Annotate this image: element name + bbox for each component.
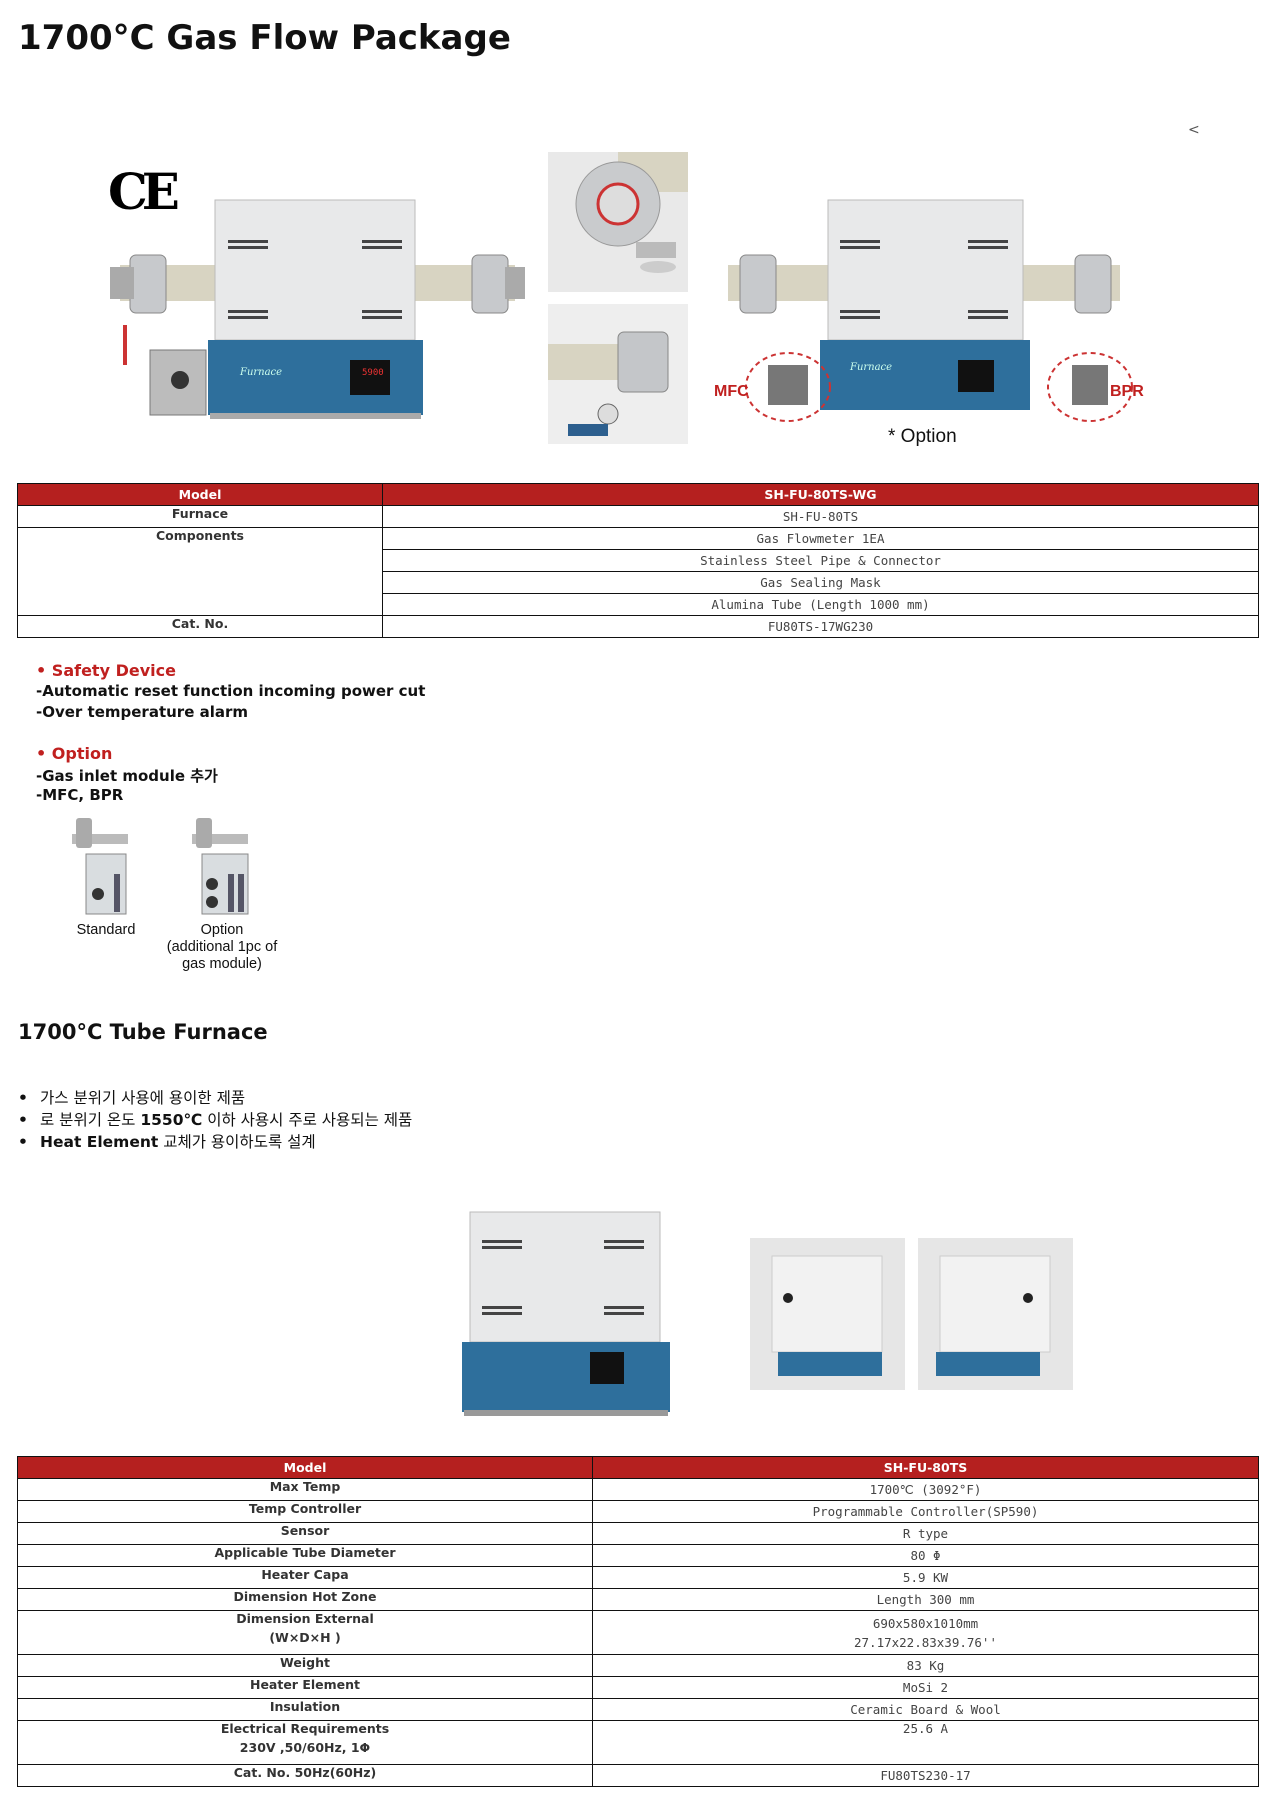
row-key: Dimension External(W×D×H )	[17, 1610, 593, 1655]
table-row: Dimension External(W×D×H ) 690x580x1010m…	[17, 1610, 1259, 1655]
row-value: Gas Flowmeter 1EA	[382, 527, 1259, 550]
row-value: SH-FU-80TS	[382, 505, 1259, 528]
controller-display: 5900	[362, 368, 384, 378]
row-key: Cat. No. 50Hz(60Hz)	[17, 1764, 593, 1787]
row-value: Ceramic Board & Wool	[592, 1698, 1259, 1721]
row-key: Sensor	[17, 1522, 593, 1545]
row-value: 80 Φ	[592, 1544, 1259, 1567]
flange-detail-photo-2	[548, 304, 688, 444]
table-header-row: Model SH-FU-80TS-WG	[17, 483, 1259, 506]
list-item: •가스 분위기 사용에 용이한 제품	[18, 1089, 246, 1107]
table-header-key: Model	[17, 1456, 593, 1479]
row-value: Programmable Controller(SP590)	[592, 1500, 1259, 1523]
table-header-key: Model	[17, 483, 383, 506]
prev-image-arrow[interactable]: <	[1188, 122, 1200, 138]
table-row: Cat. No. FU80TS-17WG230	[17, 615, 1259, 638]
list-item: •Heat Element 교체가 용이하도록 설계	[18, 1133, 316, 1151]
page-title: 1700°C Gas Flow Package	[18, 18, 511, 58]
option-caption: * Option	[888, 426, 957, 447]
furnace-brand-label: Furnace	[239, 367, 282, 378]
table-row: Components Gas Flowmeter 1EA	[17, 527, 1259, 616]
bpr-label: BPR	[1110, 383, 1144, 400]
row-key: Components	[17, 527, 383, 616]
row-key: Applicable Tube Diameter	[17, 1544, 593, 1567]
row-value: 5.9 KW	[592, 1566, 1259, 1589]
flange-detail-photo-1	[548, 152, 688, 292]
safety-line: -Automatic reset function incoming power…	[36, 682, 426, 700]
caption-line: (additional 1pc of	[166, 939, 278, 955]
feature-list: •가스 분위기 사용에 용이한 제품 •로 분위기 온도 1550℃ 이하 사용…	[18, 1087, 412, 1153]
table-header-value: SH-FU-80TS-WG	[382, 483, 1259, 506]
option-line: -Gas inlet module 추가	[36, 767, 218, 785]
row-key: Temp Controller	[17, 1500, 593, 1523]
row-value: FU80TS230-17	[592, 1764, 1259, 1787]
row-value: 1700℃ (3092°F)	[592, 1478, 1259, 1501]
table-header-value: SH-FU-80TS	[592, 1456, 1259, 1479]
row-value: Gas Sealing Mask	[382, 571, 1259, 594]
row-value: 83 Kg	[592, 1654, 1259, 1677]
table-row: Furnace SH-FU-80TS	[17, 505, 1259, 528]
option-heading: • Option	[36, 744, 113, 763]
caption-line: gas module)	[182, 956, 262, 972]
table-row: Alumina Tube (Length 1000 mm)	[18, 593, 1259, 616]
standard-module-photo	[72, 818, 128, 915]
row-key: Max Temp	[17, 1478, 593, 1501]
row-value: R type	[592, 1522, 1259, 1545]
package-spec-table: Model SH-FU-80TS-WG Furnace SH-FU-80TS C…	[17, 483, 1259, 638]
standard-caption: Standard	[76, 922, 136, 938]
row-value: FU80TS-17WG230	[382, 615, 1259, 638]
row-key: Insulation	[17, 1698, 593, 1721]
row-key: Cat. No.	[17, 615, 383, 638]
row-key: Heater Element	[17, 1676, 593, 1699]
option-module-photo	[192, 818, 249, 915]
list-item: •로 분위기 온도 1550℃ 이하 사용시 주로 사용되는 제품	[18, 1111, 413, 1129]
row-key: Dimension Hot Zone	[17, 1588, 593, 1611]
svg-text:Furnace: Furnace	[849, 362, 892, 373]
section-title: 1700°C Tube Furnace	[18, 1020, 268, 1044]
row-value: Length 300 mm	[592, 1588, 1259, 1611]
furnace-side-photo-2	[918, 1238, 1073, 1390]
table-row: Cat. No. 50Hz(60Hz)FU80TS230-17	[17, 1764, 1259, 1787]
row-value: 25.6 A	[592, 1720, 1259, 1765]
ce-mark: CE	[108, 162, 180, 221]
mfc-label: MFC	[714, 383, 749, 400]
table-header-row: Model SH-FU-80TS	[17, 1456, 1259, 1479]
row-key: Weight	[17, 1654, 593, 1677]
safety-heading: • Safety Device	[36, 661, 176, 680]
row-key: Furnace	[17, 505, 383, 528]
gas-flow-package-photo: 5900 Furnace	[110, 199, 525, 419]
option-module-caption: Option (additional 1pc of gas module)	[152, 922, 292, 973]
row-value: MoSi 2	[592, 1676, 1259, 1699]
row-value: Stainless Steel Pipe & Connector	[382, 549, 1259, 572]
furnace-side-photo-1	[750, 1238, 905, 1390]
gas-flow-option-photo: Furnace	[728, 199, 1133, 422]
option-line: -MFC, BPR	[36, 786, 124, 804]
safety-line: -Over temperature alarm	[36, 703, 249, 721]
tube-furnace-photo	[462, 1211, 670, 1416]
row-key: Heater Capa	[17, 1566, 593, 1589]
row-value: Alumina Tube (Length 1000 mm)	[382, 593, 1259, 616]
caption-line: Option	[200, 922, 244, 938]
